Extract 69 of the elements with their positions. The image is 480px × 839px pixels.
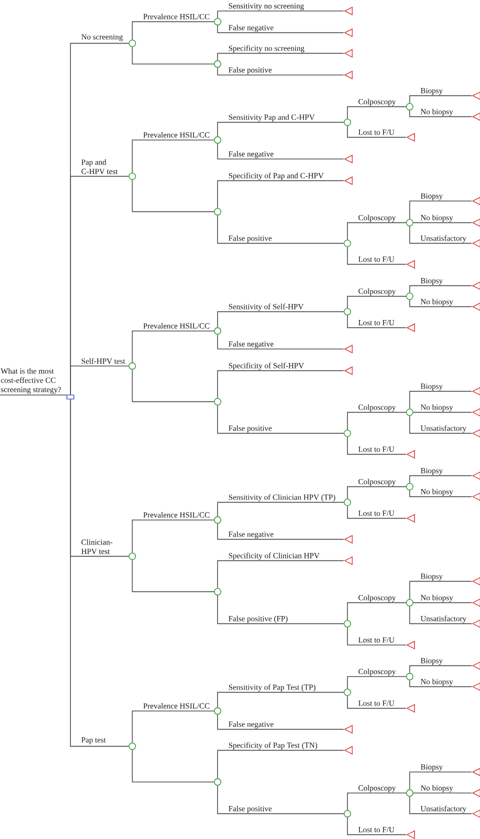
branch-line xyxy=(217,122,344,137)
branch-line xyxy=(217,595,344,624)
branch-line xyxy=(217,714,344,730)
branch-line xyxy=(347,126,406,138)
branch-line xyxy=(217,180,344,208)
branch-line xyxy=(217,560,344,588)
branch-line xyxy=(217,692,344,708)
branch-line xyxy=(217,785,344,814)
branch-line xyxy=(217,370,344,398)
branch-line xyxy=(217,25,344,34)
branch-line xyxy=(347,246,406,265)
branch-line xyxy=(132,330,214,363)
branch-line xyxy=(347,436,406,455)
branch-line xyxy=(409,110,472,118)
branch-line xyxy=(217,750,344,779)
branch-line xyxy=(347,296,406,308)
branch-line xyxy=(132,750,214,782)
branch-line xyxy=(347,817,406,836)
branch-line xyxy=(347,222,406,240)
branch-line xyxy=(132,46,214,64)
branch-line xyxy=(409,475,472,484)
branch-line xyxy=(347,676,406,689)
branch-line xyxy=(413,792,472,794)
decision-marker xyxy=(66,394,74,400)
branch-line xyxy=(409,796,472,814)
branch-line xyxy=(132,560,214,592)
branch-line xyxy=(409,772,472,790)
branch-line xyxy=(70,366,129,395)
branch-line xyxy=(217,405,344,434)
branch-line xyxy=(347,792,406,810)
branch-line xyxy=(347,696,406,709)
branch-line xyxy=(217,523,344,540)
branch-line xyxy=(409,300,472,308)
branch-line xyxy=(409,416,472,434)
branch-line xyxy=(347,315,406,328)
branch-line xyxy=(347,106,406,119)
branch-line xyxy=(413,222,472,224)
branch-line xyxy=(132,520,214,553)
branch-line xyxy=(409,580,472,600)
branch-line xyxy=(409,606,472,624)
branch-line xyxy=(132,369,214,402)
branch-line xyxy=(409,200,472,220)
branch-line xyxy=(409,285,472,293)
branch-line xyxy=(217,215,344,244)
branch-line xyxy=(347,602,406,620)
branch-line xyxy=(70,399,129,747)
branch-line xyxy=(132,140,214,174)
branch-line xyxy=(132,21,214,40)
branch-line xyxy=(409,665,472,674)
branch-line xyxy=(413,412,472,413)
branch-line xyxy=(347,486,406,499)
branch-line xyxy=(409,95,472,104)
branch-line xyxy=(217,502,344,517)
branch-line xyxy=(413,602,472,604)
branch-line xyxy=(217,52,344,61)
branch-line xyxy=(347,627,406,646)
branch-line xyxy=(217,143,344,160)
branch-line xyxy=(409,226,472,244)
branch-line xyxy=(217,334,344,350)
branch-line xyxy=(347,412,406,430)
branch-line xyxy=(217,10,344,18)
branch-line xyxy=(217,311,344,328)
branch-line xyxy=(409,390,472,409)
branch-line xyxy=(132,180,214,212)
branch-line xyxy=(132,710,214,743)
branch-line xyxy=(409,680,472,688)
branch-line xyxy=(347,506,406,519)
branch-line xyxy=(409,490,472,498)
branch-line xyxy=(217,67,344,76)
